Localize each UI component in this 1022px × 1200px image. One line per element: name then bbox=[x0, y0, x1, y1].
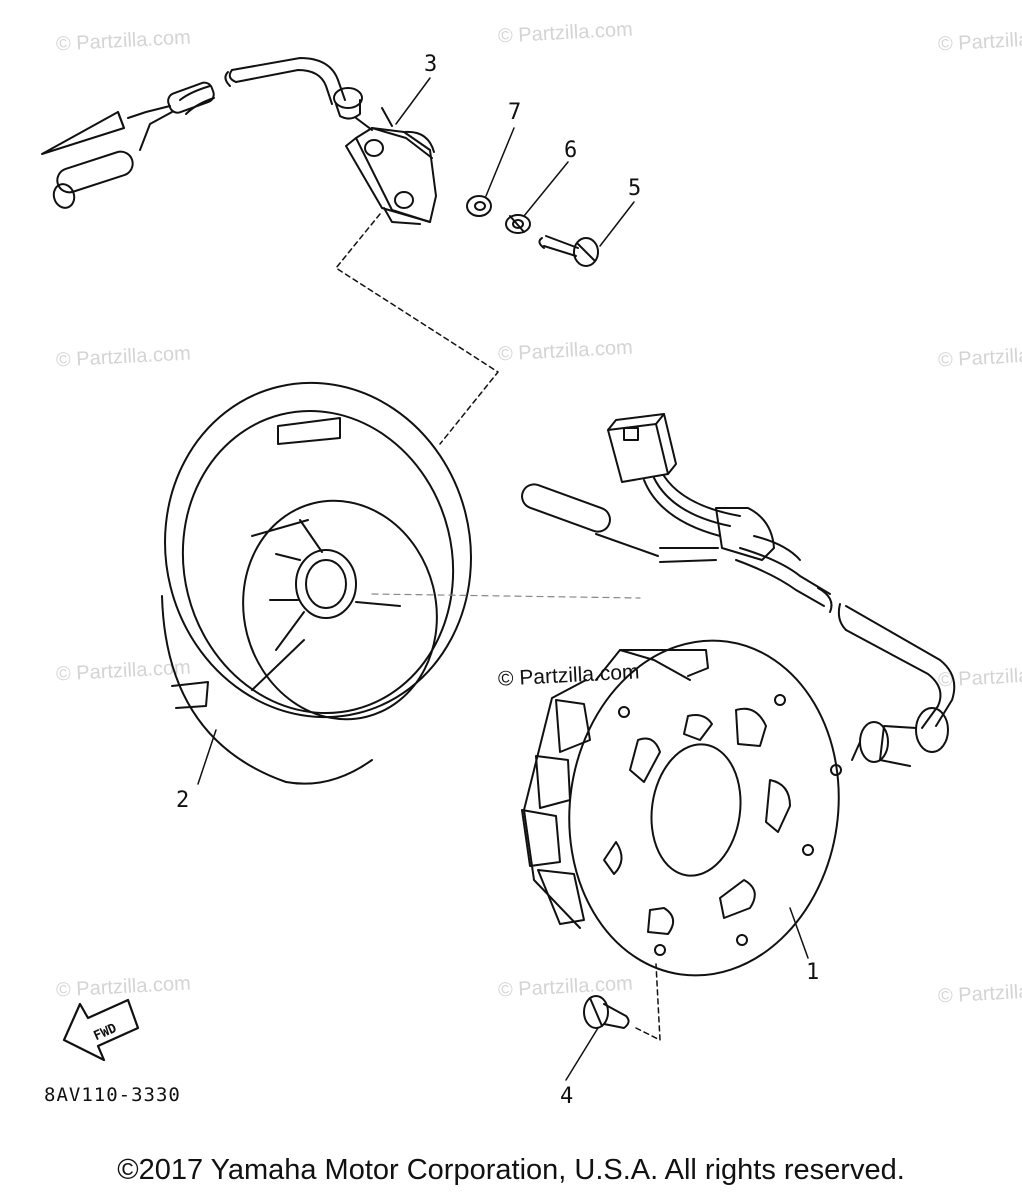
washer-part-7 bbox=[466, 195, 492, 217]
fwd-arrow-label: FWD bbox=[91, 1021, 119, 1044]
center-line bbox=[371, 593, 641, 599]
callout-part-3: 3 bbox=[424, 52, 438, 77]
flywheel-rotor bbox=[161, 381, 472, 785]
leader-line-part-1 bbox=[789, 907, 809, 959]
leader-line-part-2 bbox=[197, 729, 217, 785]
lock-washer-part-6 bbox=[505, 214, 531, 234]
leader-line-part-5 bbox=[599, 201, 635, 247]
callout-part-6: 6 bbox=[564, 138, 578, 163]
callout-part-4: 4 bbox=[560, 1084, 574, 1109]
callout-part-7: 7 bbox=[508, 100, 522, 125]
leader-line-part-6 bbox=[523, 161, 569, 217]
copyright-notice: ©2017 Yamaha Motor Corporation, U.S.A. A… bbox=[117, 1154, 905, 1186]
callout-part-2: 2 bbox=[176, 788, 190, 813]
alignment-line bbox=[335, 213, 499, 445]
leader-line-part-7 bbox=[485, 127, 515, 197]
pickup-coil-assembly bbox=[41, 57, 437, 225]
screw-part-4 bbox=[583, 995, 630, 1029]
screw-part-5 bbox=[538, 235, 599, 267]
stator-assembly bbox=[521, 413, 956, 977]
leader-line-part-3 bbox=[395, 77, 431, 125]
screw-alignment-line bbox=[635, 963, 661, 1041]
drawing-code: 8AV110-3330 bbox=[44, 1084, 181, 1106]
fwd-arrow: FWD bbox=[62, 998, 140, 1062]
callout-part-5: 5 bbox=[628, 176, 642, 201]
leader-line-part-4 bbox=[565, 1027, 599, 1081]
callout-part-1: 1 bbox=[806, 960, 820, 985]
